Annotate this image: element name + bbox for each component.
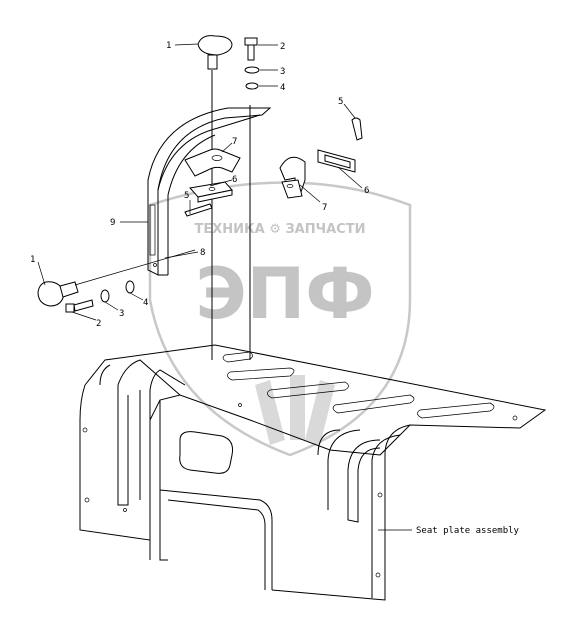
watermark-logo-text: ЭПФ	[195, 253, 374, 335]
support-bracket	[147, 70, 272, 360]
callouts: 1 2 3 4 5 7 6 5 7 6 9 8 1 2 3 4 Seat pla…	[30, 41, 520, 536]
callout-bolt-left: 2	[96, 319, 101, 329]
watermark-wheat-icon	[255, 375, 335, 445]
washer-top-icon	[244, 66, 260, 90]
seat-plate-assembly	[79, 344, 547, 601]
watermark-brand-text: ТЕХНИКА ⚙ ЗАПЧАСТИ	[195, 222, 366, 237]
callout-pin-left: 5	[184, 191, 189, 201]
callout-pad-left: 6	[232, 175, 237, 185]
washer-left-icon	[100, 280, 135, 303]
callout-pad-right: 6	[364, 186, 369, 196]
pad-left	[189, 181, 233, 203]
callout-clamp-top: 7	[232, 137, 237, 147]
callout-washer-top-b: 4	[280, 83, 285, 93]
callout-bracket-rod: 8	[200, 248, 205, 258]
callout-washer-top-a: 3	[280, 67, 285, 77]
callout-clamp-right: 7	[322, 203, 327, 213]
leader-lines	[37, 43, 412, 531]
clamp-top	[184, 148, 241, 177]
callout-pin-right: 5	[338, 97, 343, 107]
callout-washer-left-b: 4	[143, 298, 148, 308]
callout-bolt-top: 2	[280, 42, 285, 52]
pin-right-icon	[351, 117, 363, 141]
knob-top-icon	[197, 35, 233, 70]
pin-left-icon	[184, 203, 213, 217]
callout-washer-left-a: 3	[119, 309, 124, 319]
callout-knob-left: 1	[30, 255, 35, 265]
pad-right	[317, 149, 356, 173]
watermark: ТЕХНИКА ⚙ ЗАПЧАСТИ ЭПФ	[148, 181, 412, 457]
callout-support: 9	[110, 218, 115, 228]
clamp-right	[279, 156, 306, 199]
plate-hole	[82, 403, 518, 578]
bolt-top-icon	[244, 37, 258, 61]
callout-knob-top: 1	[166, 41, 171, 51]
bolt-left-icon	[65, 299, 94, 313]
knob-left-icon	[37, 281, 79, 307]
assembly-label: Seat plate assembly	[416, 526, 520, 536]
